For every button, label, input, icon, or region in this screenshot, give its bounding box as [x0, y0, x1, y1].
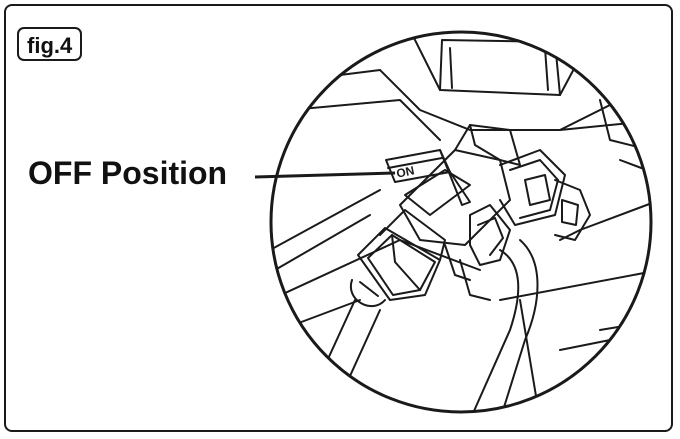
upper-housing: [289, 32, 651, 151]
hex-fitting: [357, 209, 446, 301]
callout-leader-line: [254, 171, 396, 179]
bracket-tube: [444, 204, 539, 412]
valve-body: [399, 124, 521, 246]
valve-handle: [385, 149, 471, 206]
callout-label: OFF Position: [28, 155, 228, 191]
detail-circle: [269, 30, 653, 414]
figure-tag: fig.4: [17, 27, 83, 61]
hose: [299, 279, 386, 412]
surface-lines: [271, 159, 651, 412]
valve-handle-text: ON: [395, 163, 416, 180]
nut-assembly: [499, 149, 591, 241]
